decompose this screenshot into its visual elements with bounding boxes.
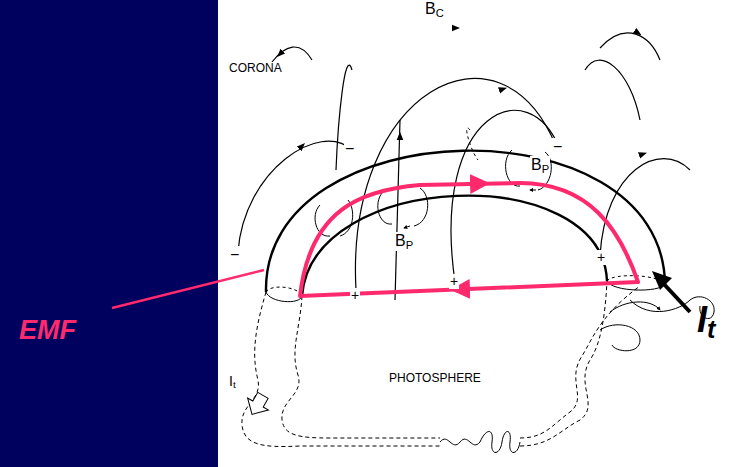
current-label: It (228, 374, 237, 391)
field-label: BP (394, 232, 414, 251)
current-label: It (696, 300, 716, 344)
field-label: BP (530, 156, 550, 175)
charge-sign: − (344, 140, 355, 158)
charge-sign: + (449, 274, 459, 289)
charge-sign: − (229, 246, 240, 264)
charge-sign: + (350, 288, 360, 303)
white-panel (218, 0, 741, 467)
charge-sign: − (552, 138, 563, 156)
field-label: BC (424, 0, 445, 19)
region-label: PHOTOSPHERE (388, 372, 482, 385)
charge-sign: + (596, 250, 606, 265)
region-label: CORONA (228, 62, 283, 75)
emf-label: EMF (18, 316, 77, 346)
